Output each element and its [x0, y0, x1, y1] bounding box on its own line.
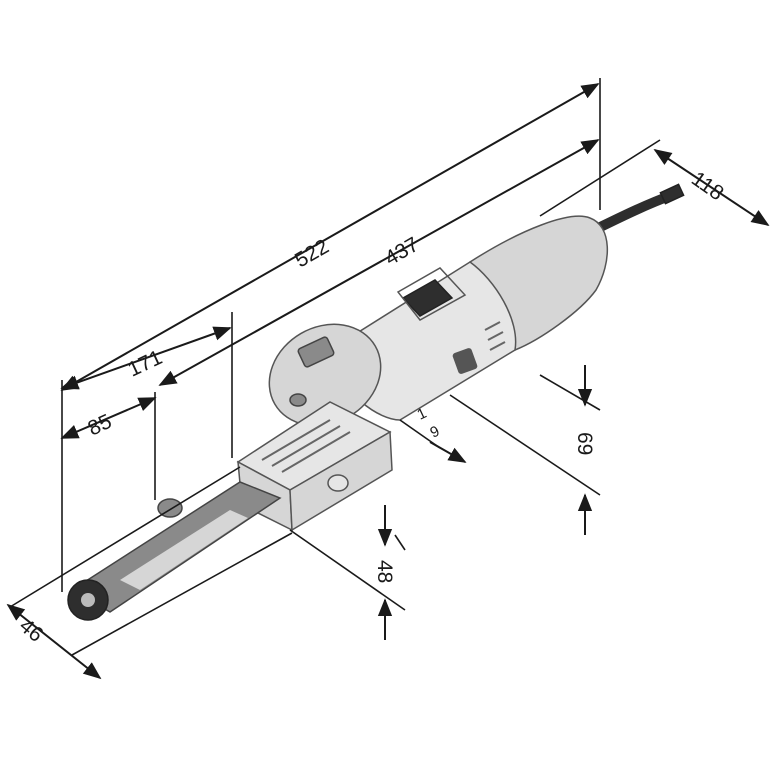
- dim-label-437: 437: [381, 233, 423, 270]
- tension-knob: [327, 474, 349, 492]
- dim-label-1: 1: [415, 405, 430, 424]
- power-cord: [585, 190, 677, 237]
- belt-sander-illustration: [67, 183, 685, 621]
- dim-label-85: 85: [84, 410, 115, 441]
- arm-housing-ridges: [261, 419, 351, 473]
- belt-arm-slot: [120, 510, 248, 590]
- dim-label-46: 46: [15, 614, 48, 647]
- dim-line-437: [158, 139, 600, 386]
- extension-lines: [9, 78, 661, 656]
- dim-line-46: [6, 603, 102, 680]
- cord-plug: [659, 183, 685, 205]
- dim-label-48: 48: [373, 560, 396, 583]
- dim-label-522: 522: [291, 235, 333, 272]
- contact-wheel-hub: [81, 593, 95, 607]
- dim-line-9: [429, 441, 467, 463]
- dim-label-9: 9: [428, 423, 443, 442]
- dim-line-171: [60, 326, 232, 390]
- dim-line-85: [60, 397, 157, 439]
- dim-label-69: 69: [573, 432, 596, 455]
- dim-label-118: 118: [687, 167, 728, 205]
- gear-head-knob: [289, 393, 307, 407]
- dim-line-118: [653, 149, 770, 226]
